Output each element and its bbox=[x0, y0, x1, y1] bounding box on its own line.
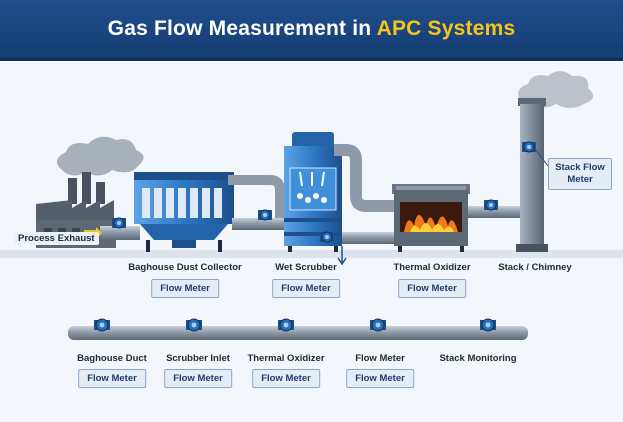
baghouse-dust-collector bbox=[134, 172, 234, 252]
duct-meter-icon-3 bbox=[278, 318, 294, 332]
scrubber-drain-arrow bbox=[337, 246, 347, 266]
baghouse-label: Baghouse Dust Collector bbox=[128, 262, 242, 273]
scrubber-oxidizer-lower-pipe bbox=[342, 232, 398, 244]
lower-duct-pipe bbox=[68, 326, 528, 340]
duct-point-label-1: Baghouse Duct bbox=[77, 353, 147, 364]
stack-flow-meter-line2: Meter bbox=[567, 174, 593, 185]
wet-scrubber-label: Wet Scrubber bbox=[275, 262, 337, 273]
baghouse-scrubber-pipe bbox=[232, 218, 288, 230]
duct-meter-icon-1 bbox=[94, 318, 110, 332]
duct-point-meter-1: Flow Meter bbox=[78, 369, 146, 388]
title-accent-text: APC Systems bbox=[376, 17, 516, 40]
duct-meter-icon-5 bbox=[480, 318, 496, 332]
stack-flow-meter-icon bbox=[522, 141, 549, 167]
duct-point-label-4: Flow Meter bbox=[355, 353, 405, 364]
scrubber-outlet-meter-icon bbox=[320, 231, 334, 243]
wet-scrubber-flow-meter-tag: Flow Meter bbox=[272, 279, 340, 298]
oxidizer-stack-pipe bbox=[468, 206, 522, 218]
inlet-flow-meter-icon bbox=[112, 217, 126, 229]
oxidizer-outlet-meter-icon bbox=[484, 199, 498, 211]
ground-strip bbox=[0, 250, 623, 258]
duct-point-label-3: Thermal Oxidizer bbox=[247, 353, 325, 364]
duct-point-meter-2: Flow Meter bbox=[164, 369, 232, 388]
stack-flow-meter-tag: Stack Flow Meter bbox=[548, 158, 612, 190]
stack-flow-meter-line1: Stack Flow bbox=[555, 162, 605, 173]
process-exhaust-label: Process Exhaust bbox=[14, 232, 99, 245]
duct-point-meter-3: Flow Meter bbox=[252, 369, 320, 388]
wet-scrubber bbox=[284, 132, 342, 252]
duct-point-meter-4: Flow Meter bbox=[346, 369, 414, 388]
title-main-text: Gas Flow Measurement in bbox=[107, 17, 377, 40]
duct-point-label-5: Stack Monitoring bbox=[439, 353, 517, 364]
header-banner: Gas Flow Measurement in APC Systems bbox=[0, 0, 623, 61]
duct-meter-icon-4 bbox=[370, 318, 386, 332]
stack-chimney-label: Stack / Chimney bbox=[498, 262, 572, 273]
upper-bend-pipe bbox=[228, 175, 285, 218]
scrubber-inlet-meter-icon bbox=[258, 209, 272, 221]
stack-chimney bbox=[516, 71, 594, 252]
baghouse-flow-meter-tag: Flow Meter bbox=[151, 279, 219, 298]
page-title: Gas Flow Measurement in APC Systems bbox=[108, 17, 516, 41]
thermal-oxidizer-label: Thermal Oxidizer bbox=[393, 262, 471, 273]
duct-meter-icon-2 bbox=[186, 318, 202, 332]
inlet-pipe bbox=[100, 226, 140, 240]
scrubber-oxidizer-upper-pipe bbox=[334, 144, 396, 212]
thermal-oxidizer bbox=[392, 184, 470, 252]
thermal-oxidizer-flow-meter-tag: Flow Meter bbox=[398, 279, 466, 298]
duct-point-label-2: Scrubber Inlet bbox=[166, 353, 230, 364]
